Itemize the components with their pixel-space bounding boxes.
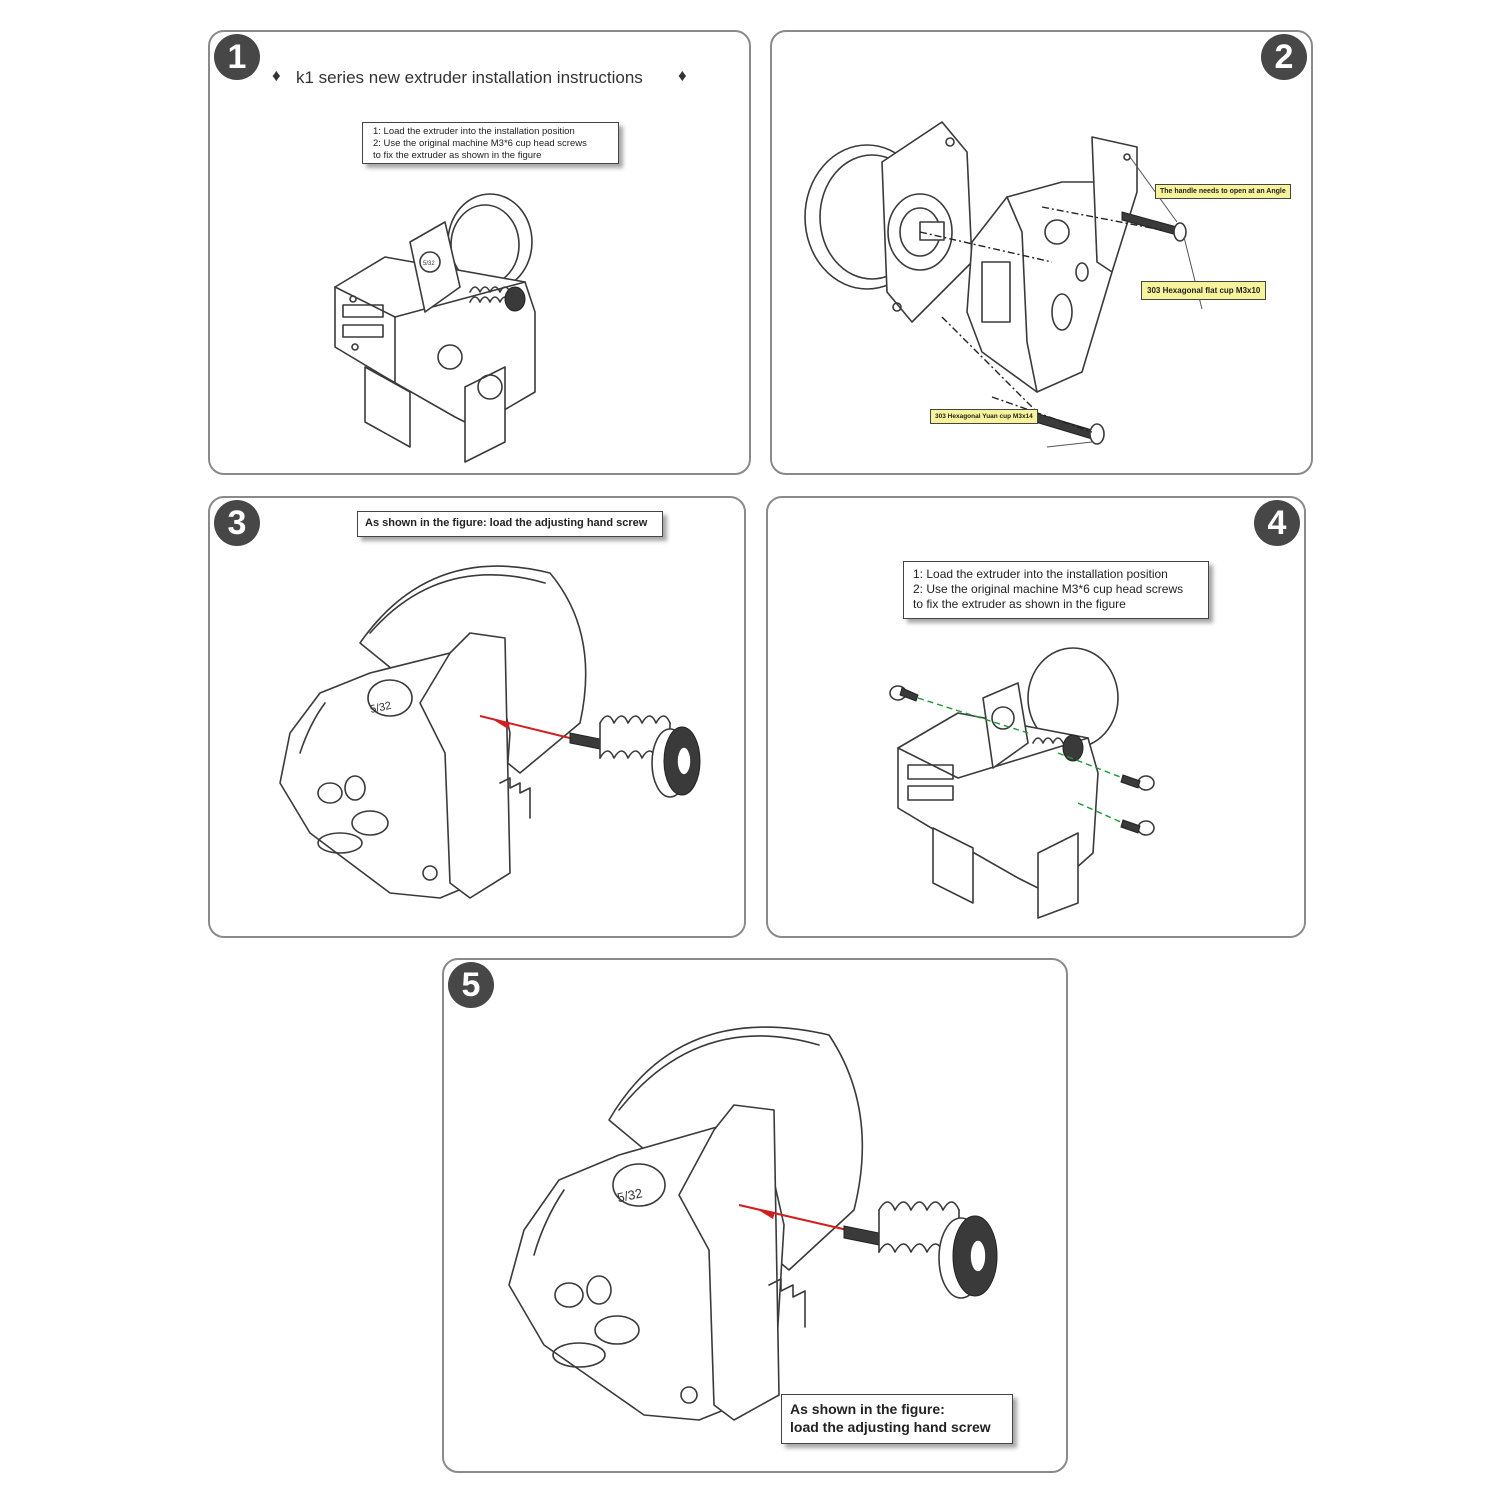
extruder-mounting-drawing — [878, 643, 1178, 923]
step-3-badge: 3 — [214, 500, 260, 546]
step-1-panel: 1 ♦ k1 series new extruder installation … — [208, 30, 751, 475]
step-2-panel: 2 — [770, 30, 1313, 475]
step-3-panel: 3 As shown in the figure: load the adjus… — [208, 496, 746, 938]
screw-m3x14 — [1032, 412, 1104, 444]
instruction-line-3: to fix the extruder as shown in the figu… — [373, 149, 542, 161]
step-4-instructions: 1: Load the extruder into the installati… — [903, 561, 1209, 619]
page-title: k1 series new extruder installation inst… — [296, 68, 643, 87]
instruction-line-1: 1: Load the extruder into the installati… — [913, 567, 1168, 581]
step-5-instruction: As shown in the figure: load the adjusti… — [781, 1394, 1013, 1444]
bottom-hole — [423, 866, 437, 880]
knob-marking-5-32: 5/32 — [369, 700, 392, 716]
label-flat-cup-screw: 303 Hexagonal flat cup M3x10 — [1141, 281, 1267, 300]
extruder-exploded-drawing — [792, 112, 1162, 452]
step-4-panel: 4 1: Load the extruder into the installa… — [766, 496, 1306, 938]
label-handle-angle: The handle needs to open at an Angle — [1155, 184, 1291, 199]
instruction-line-1: As shown in the figure: — [790, 1401, 945, 1417]
instruction-line-1: 1: Load the extruder into the installati… — [373, 126, 575, 137]
mounting-screw-right-bottom — [1121, 820, 1154, 835]
screw-m3x10 — [1122, 212, 1186, 241]
drive-gear — [982, 262, 1010, 322]
diamond-bullet-right: ♦ — [678, 66, 687, 85]
extruder-closeup-drawing: 5/32 — [270, 553, 720, 923]
mounting-screw-left — [890, 686, 918, 701]
step-5-badge: 5 — [448, 962, 494, 1008]
instruction-line-2: 2: Use the original machine M3*6 cup hea… — [913, 582, 1184, 596]
step-1-badge: 1 — [214, 34, 260, 80]
adjusting-spring — [470, 287, 510, 302]
knob-marking-5-32: 5/32 — [616, 1185, 644, 1205]
knob-marking: 5/32 — [423, 261, 435, 267]
step-5-panel: 5 5/32 — [442, 958, 1068, 1473]
label-yuan-cup-screw: 303 Hexagonal Yuan cup M3x14 — [930, 409, 1038, 424]
step-4-badge: 4 — [1254, 500, 1300, 546]
bottom-hole — [681, 1387, 697, 1403]
instruction-line-2: 2: Use the original machine M3*6 cup hea… — [373, 137, 587, 149]
hand-screw-knob — [505, 287, 525, 311]
step-1-instructions: 1: Load the extruder into the installati… — [362, 122, 619, 164]
diamond-bullet-left: ♦ — [272, 66, 281, 85]
step-3-instruction: As shown in the figure: load the adjusti… — [357, 511, 663, 537]
extruder-assembled-drawing: 5/32 — [325, 187, 565, 467]
step-2-badge: 2 — [1261, 34, 1307, 80]
instruction-line-2: load the adjusting hand screw — [790, 1418, 991, 1435]
extruder-final-drawing: 5/32 — [499, 1010, 1019, 1450]
instruction-line-3: to fix the extruder as shown in the figu… — [913, 597, 1126, 611]
mounting-screw-right-top — [1121, 775, 1154, 790]
